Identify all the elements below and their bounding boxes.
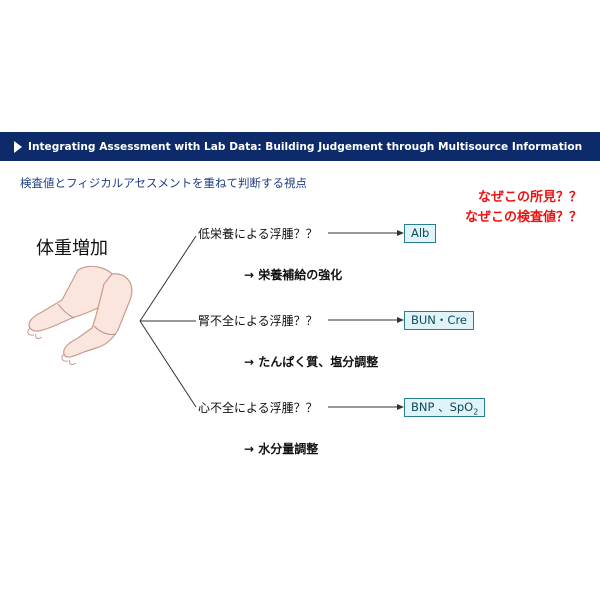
lab-box-3: BNP 、SpO2 — [404, 398, 486, 417]
cause-3: 心不全による浮腫？？ — [198, 401, 318, 415]
cause-2: 腎不全による浮腫？？ — [198, 314, 318, 328]
question-lab-value: なぜこの検査値？？ — [464, 210, 582, 225]
header-bar: Integrating Assessment with Lab Data: Bu… — [0, 132, 600, 161]
question-finding: なぜこの所見？？ — [477, 190, 582, 205]
lab-box-3-text: BNP 、SpO — [411, 400, 474, 414]
branch-line-1 — [139, 235, 197, 322]
branch-line-3 — [139, 320, 197, 408]
action-1: → 栄養補給の強化 — [244, 268, 343, 282]
header-title: Integrating Assessment with Lab Data: Bu… — [28, 140, 583, 153]
subtitle: 検査値とフィジカルアセスメントを重ねて判断する視点 — [20, 176, 308, 190]
action-2: → たんぱく質、塩分調整 — [244, 355, 379, 369]
play-arrow-icon — [14, 140, 22, 153]
connector-2-arrowhead — [397, 317, 404, 323]
lab-box-1: Alb — [404, 224, 437, 243]
lab-box-3-subscript: 2 — [473, 407, 479, 417]
lab-box-2: BUN・Cre — [404, 311, 474, 330]
action-3: → 水分量調整 — [244, 442, 319, 456]
connector-1-arrowhead — [397, 230, 404, 236]
connector-3-arrowhead — [397, 404, 404, 410]
right-leg-shape — [63, 273, 133, 358]
main-label: 体重増加 — [36, 238, 108, 259]
cause-1: 低栄養による浮腫？？ — [198, 227, 318, 241]
